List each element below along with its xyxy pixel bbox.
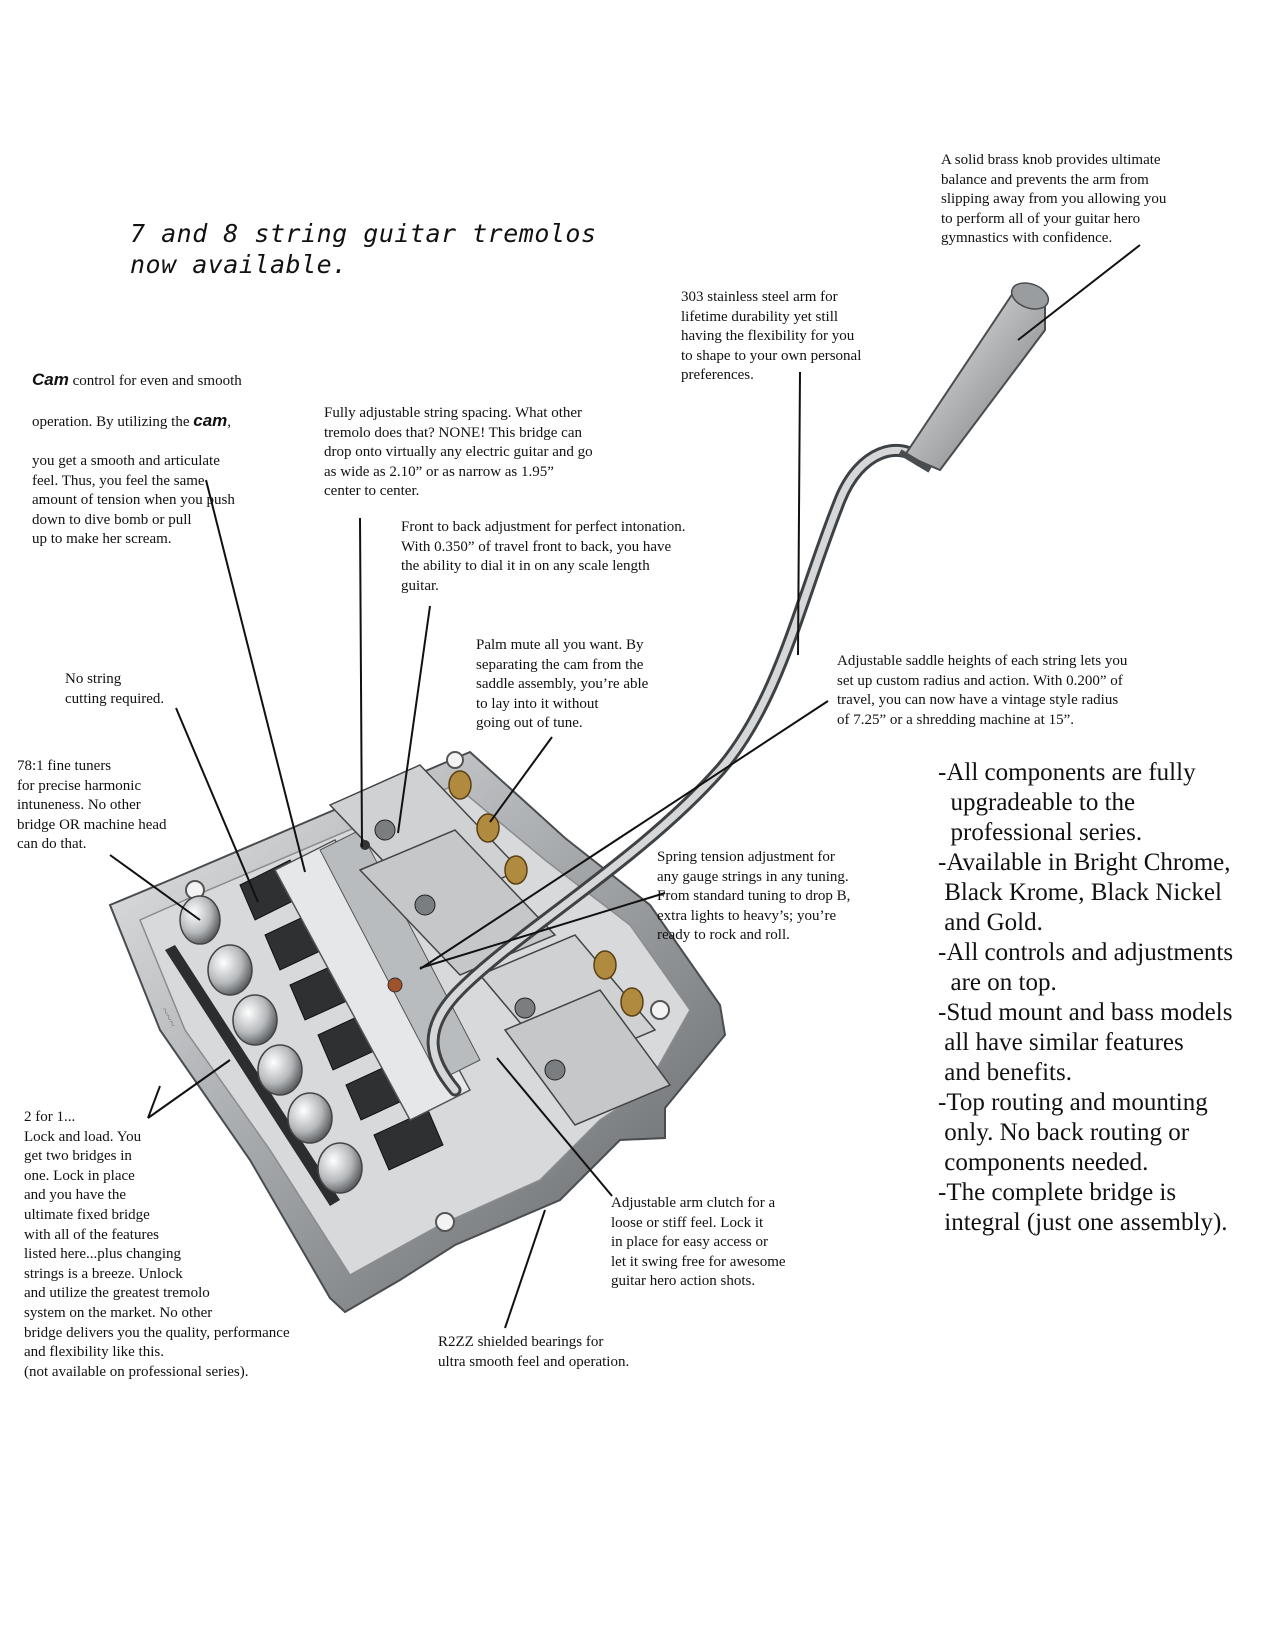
cam-word-2: cam [193,410,228,430]
feature-line: integral (just one assembly). [938,1209,1228,1236]
arm-clutch-note: Adjustable arm clutch for a loose or sti… [611,1195,786,1290]
fine-tuners-note: 78:1 fine tuners for precise harmonic in… [17,758,167,853]
intonation-note: Front to back adjustment for perfect int… [401,519,686,594]
feature-line: components needed. [938,1149,1149,1176]
feature-line: -Available in Bright Chrome, [938,849,1231,876]
stainless-arm-note: 303 stainless steel arm for lifetime dur… [681,289,862,384]
tremolo-arm [426,443,927,1097]
cam-note-line2: operation. By utilizing the [32,413,194,430]
headline: 7 and 8 string guitar tremolos now avail… [130,219,597,279]
feature-line: and benefits. [938,1059,1072,1086]
feature-list: -All components are fully upgradeable to… [938,758,1233,1238]
spring-tension-note: Spring tension adjustment for any gauge … [657,849,851,944]
feature-line: and Gold. [938,909,1043,936]
arm-knob [898,282,1050,473]
feature-line: Black Krome, Black Nickel [938,879,1222,906]
palm-mute-note: Palm mute all you want. By separating th… [476,637,649,732]
cam-note-body: you get a smooth and articulate feel. Th… [32,452,235,548]
cam-note-line2-end: , [227,413,232,430]
string-spacing-note: Fully adjustable string spacing. What ot… [324,405,593,500]
cam-word: Cam [32,369,69,389]
feature-line: -All components are fully [938,759,1196,786]
feature-line: all have similar features [938,1029,1184,1056]
feature-line: -The complete bridge is [938,1179,1177,1206]
brass-rollers [448,770,644,1017]
feature-line: -All controls and adjustments [938,939,1234,966]
brass-knob-note: A solid brass knob provides ultimate bal… [941,152,1167,247]
feature-line: are on top. [938,969,1057,996]
feature-line: only. No back routing or [938,1119,1190,1146]
cam-control-note: Cam control for even and smooth operatio… [32,350,292,570]
saddle-assembly [328,764,672,1126]
fine-tuner-knobs [179,895,363,1194]
two-for-one-note: 2 for 1... Lock and load. You get two br… [24,1109,290,1380]
feature-line: upgradeable to the [938,789,1136,816]
bearings-note: R2ZZ shielded bearings for ultra smooth … [438,1334,630,1370]
saddle-heights-note: Adjustable saddle heights of each string… [837,653,1128,728]
feature-line: professional series. [938,819,1143,846]
feature-line: -Stud mount and bass models [938,999,1233,1026]
no-string-cutting-note: No string cutting required. [65,671,165,707]
cam-note-line1: control for even and smooth [68,372,242,389]
feature-line: -Top routing and mounting [938,1089,1208,1116]
leader-lines [109,244,1141,1329]
